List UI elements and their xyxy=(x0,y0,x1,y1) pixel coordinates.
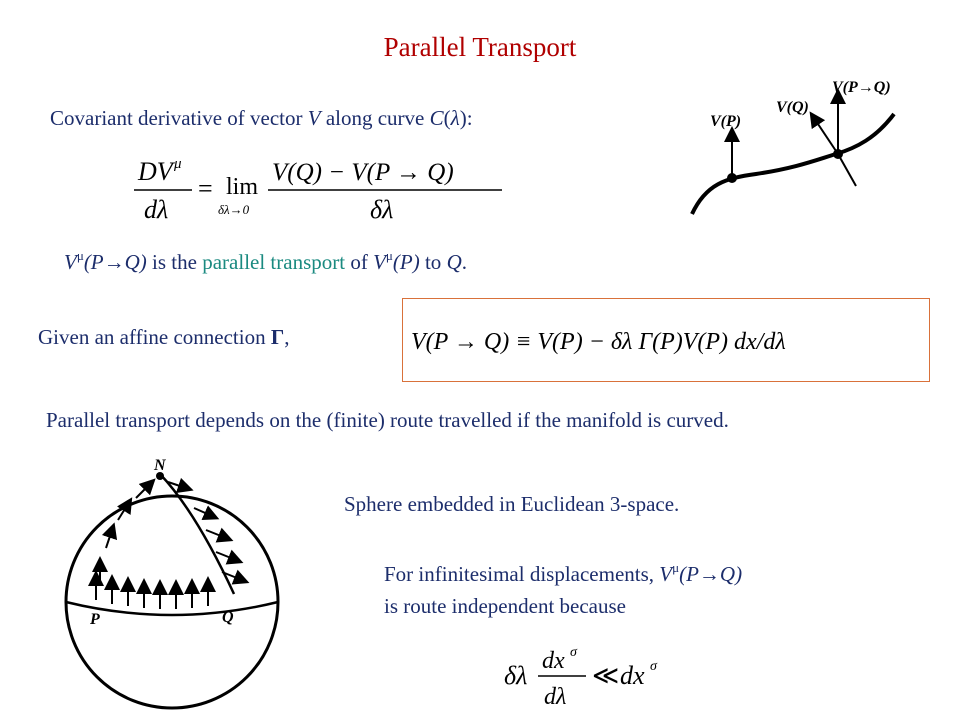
label-vq: V(Q) xyxy=(776,99,809,116)
sphere-caption: Sphere embedded in Euclidean 3-space. xyxy=(344,492,680,516)
ts-p1: (P→Q) xyxy=(83,250,147,274)
intro-param: λ xyxy=(450,106,460,130)
covariant-derivative-equation: DV μ dλ = lim δλ→0 V(Q) − V(P → Q) δλ xyxy=(134,156,502,224)
parallel-transport-equation: V(P → Q) ≡ V(P) − δλ Γ(P)V(P) dx/dλ xyxy=(411,329,786,355)
covariant-derivative-intro: Covariant derivative of vector V along c… xyxy=(50,106,473,131)
sphere-outline xyxy=(64,494,280,710)
intro-paren: ( xyxy=(443,106,451,130)
intro-curve: C xyxy=(429,106,444,130)
label-p: P xyxy=(89,611,100,628)
affine-suffix: , xyxy=(284,325,290,349)
lim-word: lim xyxy=(226,174,258,200)
inf-mu: μ xyxy=(672,560,680,575)
meridian-arrow-4 xyxy=(135,478,156,499)
parallel-transport-equation-box: V(P → Q) ≡ V(P) − δλ Γ(P)V(P) dx/dλ xyxy=(402,298,930,382)
inf-prefix: For infinitesimal displacements, xyxy=(384,562,660,586)
inf-suffix: (P→Q) xyxy=(679,562,743,586)
arc-arrow-5 xyxy=(221,569,250,585)
vector-vq-arrow xyxy=(809,111,839,155)
tangent-tick xyxy=(837,153,857,187)
label-n: N xyxy=(153,457,167,474)
inf-v: V xyxy=(659,562,673,586)
affine-gamma: Γ xyxy=(270,325,285,349)
lim-subscript: δλ→0 xyxy=(218,202,250,217)
arc-arrow-4 xyxy=(215,549,244,565)
curve-c xyxy=(690,112,896,215)
lhs-numerator: DV xyxy=(137,157,176,186)
label-vp: V(P) xyxy=(710,113,741,130)
lhs-denominator: dλ xyxy=(144,195,168,224)
final-rhs: dx xyxy=(620,661,645,690)
label-q: Q xyxy=(222,609,234,626)
final-sigma-1: σ xyxy=(570,645,578,660)
affine-equation-text: V(P → Q) ≡ V(P) − δλ Γ(P)V(P) dx/dλ xyxy=(411,329,786,355)
intro-suffix: ): xyxy=(459,106,473,130)
affine-connection-intro: Given an affine connection Γ, xyxy=(38,325,289,350)
final-sigma-2: σ xyxy=(650,659,658,674)
infinitesimal-inequality: δλ dx σ dλ ≪ dx σ xyxy=(504,645,658,710)
intro-vector: V xyxy=(307,106,321,130)
ts-mu1: μ xyxy=(76,248,84,263)
equals-sign: = xyxy=(198,174,213,203)
final-numerator: dx xyxy=(542,648,565,674)
ts-t2: of xyxy=(345,250,374,274)
rhs-denominator: δλ xyxy=(370,195,393,224)
final-relation: ≪ xyxy=(592,661,619,690)
meridian-to-q xyxy=(159,473,236,595)
arc-arrow-2 xyxy=(193,505,220,521)
final-delta-lambda: δλ xyxy=(504,661,527,690)
arc-arrow-1 xyxy=(167,477,194,494)
arc-arrow-3 xyxy=(205,527,234,543)
ts-v1: V xyxy=(64,250,77,274)
meridian-arrow-2 xyxy=(101,522,118,549)
affine-prefix: Given an affine connection xyxy=(38,325,271,349)
meridian-arrow-3 xyxy=(116,497,133,521)
intro-middle: along curve xyxy=(320,106,430,130)
ts-q: Q xyxy=(446,250,462,274)
curve-transport-figure: V(P) V(Q) V(P→Q) xyxy=(690,79,896,215)
sphere-equator xyxy=(65,600,279,617)
lhs-mu: μ xyxy=(173,156,182,172)
ts-v2: V xyxy=(373,250,386,274)
north-pole-point xyxy=(156,472,164,480)
infinitesimal-line-1: For infinitesimal displacements, Vμ(P→Q) xyxy=(384,560,743,587)
sphere-figure: N P Q xyxy=(64,457,280,710)
ts-mu2: μ xyxy=(385,248,393,263)
ts-t1: is the xyxy=(146,250,203,274)
ts-p2: (P) xyxy=(392,250,420,274)
final-denominator: dλ xyxy=(544,684,566,710)
infinitesimal-line-2: is route independent because xyxy=(384,594,626,618)
intro-prefix: Covariant derivative of vector xyxy=(50,106,308,130)
route-dependence-sentence: Parallel transport depends on the (finit… xyxy=(46,408,729,432)
ts-highlight: parallel transport xyxy=(202,250,346,274)
parallel-transport-sentence: Vμ(P→Q) is the parallel transport of Vμ(… xyxy=(64,248,467,275)
ts-t3: to xyxy=(419,250,447,274)
ts-end: . xyxy=(461,250,467,274)
rhs-numerator: V(Q) − V(P → Q) xyxy=(272,159,454,186)
page-title: Parallel Transport xyxy=(383,32,577,62)
label-vpq: V(P→Q) xyxy=(832,79,891,96)
